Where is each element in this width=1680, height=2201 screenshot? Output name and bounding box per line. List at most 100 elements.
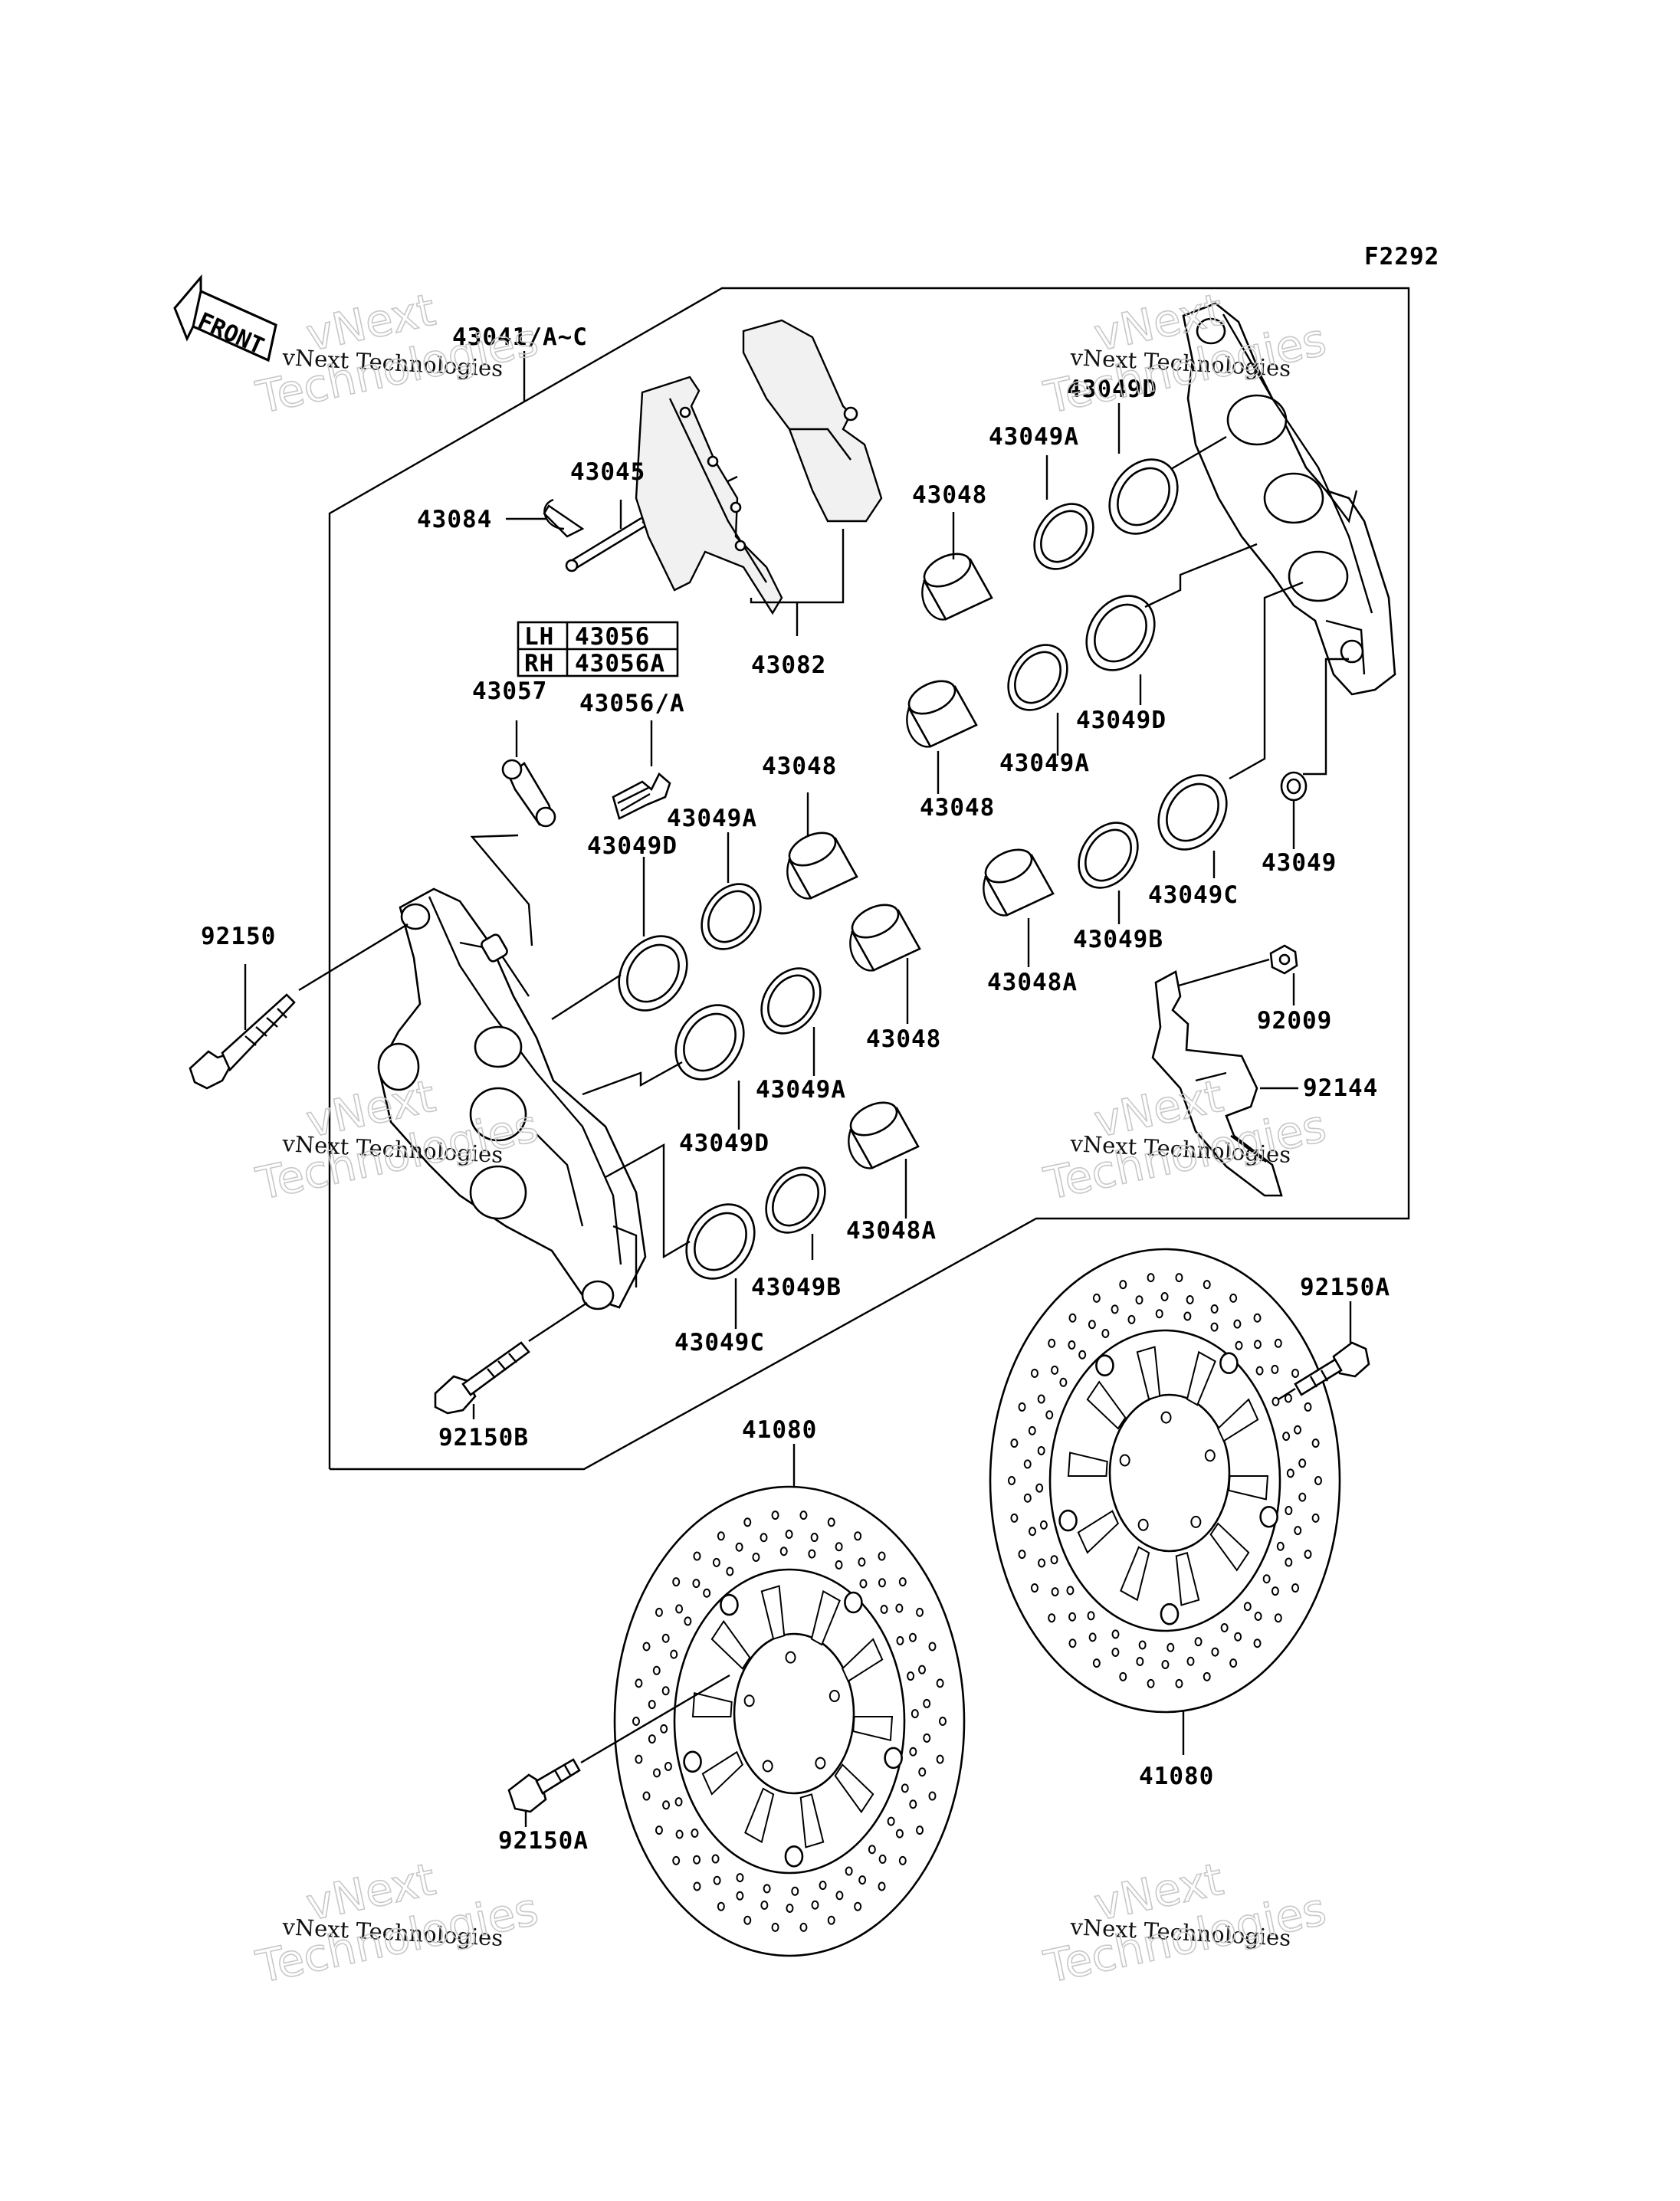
label-caliper-assy: 43041/A~C xyxy=(452,323,588,351)
disc-hub-hole xyxy=(1204,1449,1216,1462)
disc-hole xyxy=(635,1678,643,1688)
pin-clip xyxy=(543,498,585,538)
disc-hole xyxy=(878,1854,887,1864)
disc-hole xyxy=(652,1768,661,1778)
disc-hole xyxy=(1186,1294,1194,1304)
seal-43049b-left xyxy=(765,1166,826,1234)
disc-hole xyxy=(642,1642,651,1652)
disc-hole xyxy=(1311,1513,1320,1523)
disc-hole xyxy=(1253,1638,1262,1648)
disc-hole xyxy=(827,1915,835,1925)
disc-hole xyxy=(1286,1468,1294,1478)
disc-hole xyxy=(1183,1311,1192,1321)
disc-hole xyxy=(1101,1328,1110,1338)
disc-hole xyxy=(711,1854,720,1864)
disc-hole xyxy=(675,1829,684,1839)
disc-hole xyxy=(1092,1293,1101,1303)
disc-hole xyxy=(936,1678,944,1688)
disc-hole xyxy=(1298,1492,1307,1502)
seal-43049c-right xyxy=(1157,774,1228,851)
disc-hole xyxy=(1274,1338,1282,1348)
disc-hole xyxy=(1018,1402,1026,1412)
disc-hole xyxy=(661,1686,670,1696)
disc-hole xyxy=(1135,1295,1144,1305)
disc-hole xyxy=(1229,1658,1238,1668)
disc-hole xyxy=(1284,1393,1292,1403)
disc-hole xyxy=(911,1709,919,1719)
disc-spoke xyxy=(842,1638,884,1683)
disc-hole xyxy=(1271,1396,1280,1406)
disc-hole xyxy=(918,1767,927,1777)
disc-hole xyxy=(896,1635,904,1645)
disc-hub-hole xyxy=(1119,1454,1130,1467)
disc-hole xyxy=(691,1828,699,1838)
disc-hole xyxy=(1291,1583,1300,1593)
disc-hole xyxy=(1234,1632,1242,1642)
label-seal-b-right: 43049B xyxy=(1073,926,1163,953)
disc-hole xyxy=(895,1829,904,1839)
disc-hole xyxy=(1028,1527,1036,1537)
disc-hole xyxy=(928,1642,937,1652)
disc-spoke xyxy=(799,1793,825,1848)
seal-43049a-left-lower xyxy=(760,967,822,1035)
piston-43048a-left xyxy=(848,1101,920,1169)
disc-hole xyxy=(1233,1319,1242,1329)
seal-43049d-left-lower xyxy=(674,1004,745,1081)
disc-hole xyxy=(1314,1476,1322,1485)
disc-hole xyxy=(1147,1678,1155,1688)
disc-hole xyxy=(1023,1493,1032,1503)
label-clip: 43084 xyxy=(417,506,492,533)
label-piston-right-upper: 43048 xyxy=(912,481,987,509)
label-seal-c-right: 43049C xyxy=(1148,881,1239,909)
bolt-92150b xyxy=(434,1341,530,1415)
disc-hole xyxy=(1229,1293,1238,1303)
disc-hole xyxy=(1271,1586,1279,1596)
disc-spoke xyxy=(1077,1510,1119,1554)
disc-hole xyxy=(693,1855,701,1865)
disc-hole xyxy=(1285,1557,1293,1567)
disc-bolt-right xyxy=(1294,1341,1370,1396)
disc-hole xyxy=(858,1557,866,1567)
disc-hub-hole xyxy=(762,1760,773,1773)
disc-hole xyxy=(1068,1612,1077,1622)
label-seal-c-left: 43049C xyxy=(674,1329,765,1356)
disc-hole xyxy=(672,1855,681,1865)
disc-hole xyxy=(835,1560,843,1570)
disc-hole xyxy=(1088,1320,1096,1330)
disc-carrier-bolt xyxy=(683,1750,702,1773)
disc-hole xyxy=(785,1530,793,1540)
disc-hole xyxy=(1282,1432,1291,1442)
disc-hole xyxy=(684,1616,692,1626)
disc-spoke xyxy=(834,1763,874,1814)
label-piston-left-upper: 43048 xyxy=(762,753,837,780)
label-piston-right-lower: 43048 xyxy=(920,794,995,822)
disc-hole xyxy=(880,1605,888,1615)
disc-hole xyxy=(1304,1550,1312,1560)
disc-hole xyxy=(1068,1638,1077,1648)
disc-hole xyxy=(898,1577,907,1587)
disc-hole xyxy=(811,1900,819,1910)
disc-hole xyxy=(674,1797,683,1807)
disc-hole xyxy=(1155,1309,1163,1319)
disc-hole xyxy=(675,1604,684,1614)
disc-spoke xyxy=(1217,1398,1259,1442)
seal-43049-small xyxy=(1280,771,1308,802)
label-disc-bolt-right: 92150A xyxy=(1300,1274,1390,1301)
piston-43048-right-upper xyxy=(921,553,993,621)
label-pin: 43045 xyxy=(570,458,645,486)
label-bleed-valve: 43056/A xyxy=(579,690,685,717)
disc-hole xyxy=(632,1717,640,1726)
disc-hole xyxy=(1039,1520,1048,1530)
disc-hole xyxy=(1294,1425,1302,1435)
disc-hole xyxy=(1030,1583,1039,1593)
piston-43048-left-upper xyxy=(786,832,858,900)
disc-hole xyxy=(743,1915,752,1925)
disc-hole xyxy=(717,1901,725,1911)
disc-hole xyxy=(1243,1602,1252,1612)
disc-hole xyxy=(1253,1313,1262,1323)
disc-hole xyxy=(664,1761,672,1771)
disc-hole xyxy=(939,1717,947,1726)
label-seal-d-left-1: 43049D xyxy=(587,832,678,860)
